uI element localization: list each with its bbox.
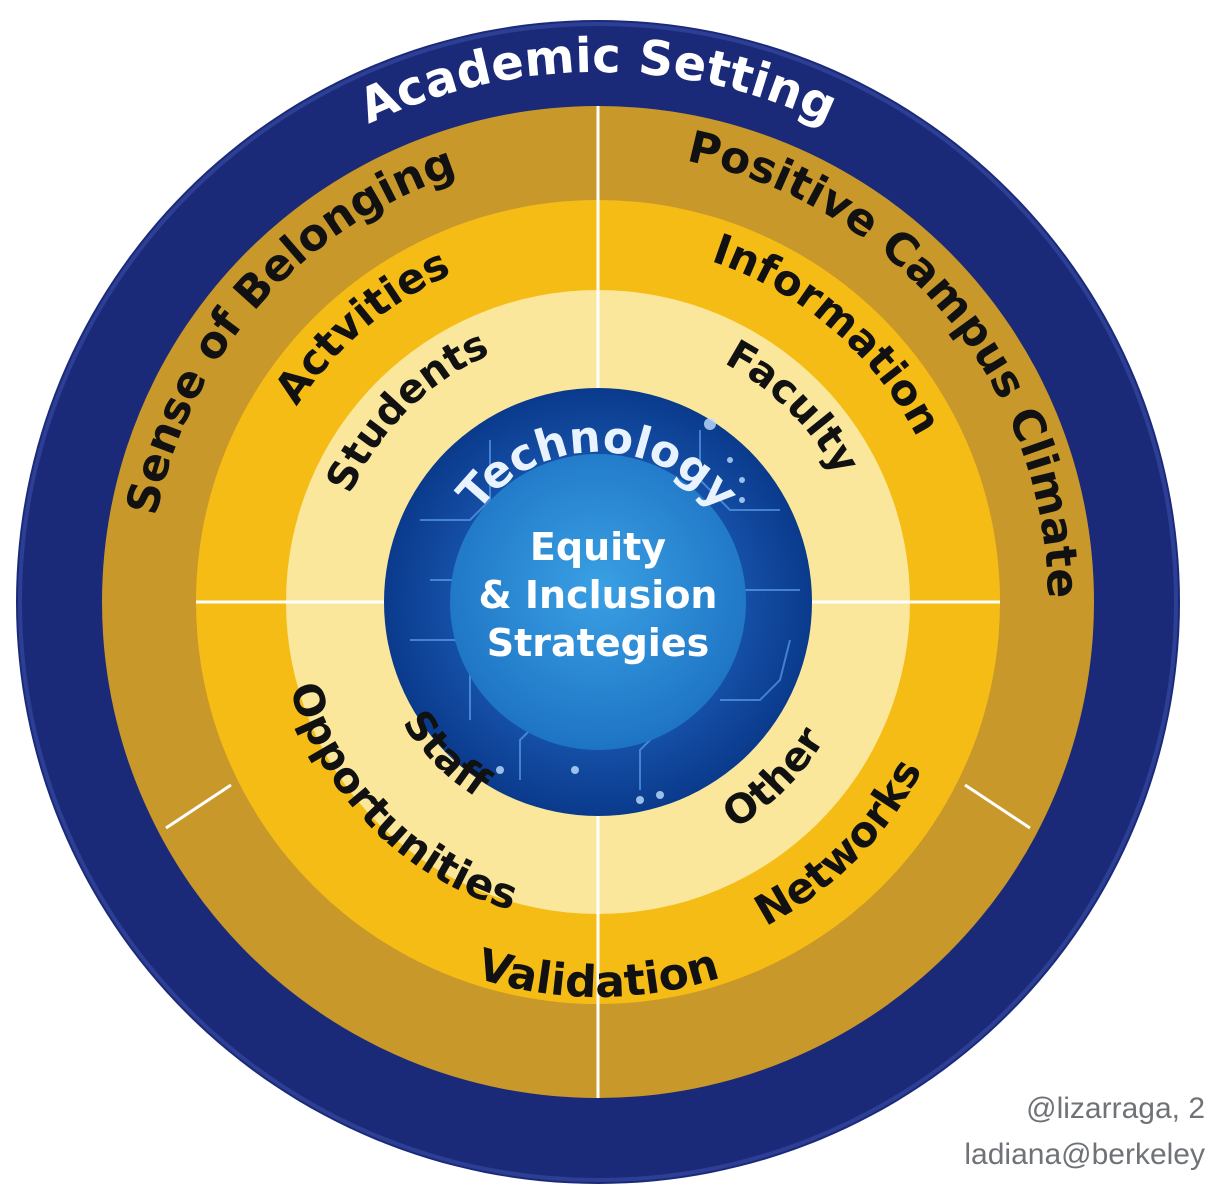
credit-email: ladiana@berkeley xyxy=(964,1138,1205,1171)
core-line-1: Equity xyxy=(530,525,666,569)
core-line-2: & Inclusion xyxy=(479,573,718,617)
credit-handle: @lizarraga, 2 xyxy=(1026,1092,1205,1125)
ring-dividers xyxy=(165,106,1031,1098)
core-line-3: Strategies xyxy=(487,621,709,665)
core-circle xyxy=(450,454,746,750)
